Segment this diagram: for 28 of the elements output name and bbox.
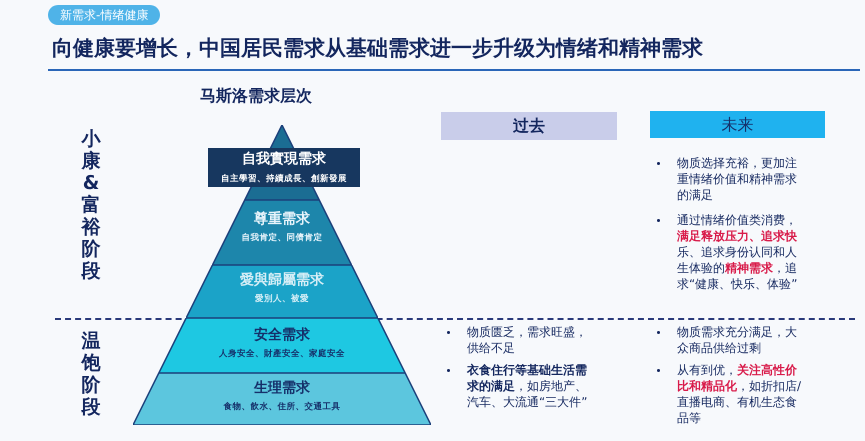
- bullet-text: 物质需求充分满足，大众商品供给过剩: [677, 324, 798, 356]
- level-heading: 自我實現需求: [242, 150, 326, 168]
- column-header: 未来: [650, 111, 825, 138]
- level-heading: 愛與歸屬需求: [240, 271, 324, 289]
- bullet-text: 物质选择充裕，更加注重情绪价值和精神需求的满足: [677, 155, 798, 203]
- stage-label: 温饱阶段: [80, 330, 102, 418]
- pyramid-level: [158, 318, 406, 373]
- level-heading: 安全需求: [254, 326, 310, 344]
- level-examples: 人身安全、財產安全、家庭安全: [219, 348, 345, 360]
- tag-label: 新需求-情绪健康: [48, 5, 160, 25]
- pyramid-level: [186, 265, 378, 318]
- level-examples: 自主學習、持續成長、創新發展: [221, 173, 347, 185]
- stage-label: 小康 & 富裕阶段: [80, 128, 102, 282]
- slide-title: 向健康要增长，中国居民需求从基础需求进一步升级为情绪和精神需求: [52, 35, 703, 62]
- pyramid-level: [133, 373, 431, 425]
- level-examples: 愛別人、被愛: [255, 293, 309, 305]
- pyramid-title: 马斯洛需求层次: [200, 86, 312, 107]
- bullet-text: 物质匮乏，需求旺盛，供给不足: [467, 324, 588, 356]
- level-heading: 生理需求: [254, 379, 310, 397]
- bullet-text: 衣食住行等基础生活需求的满足，如房地产、汽车、大流通“三大件”: [467, 362, 588, 410]
- level-examples: 食物、飲水、住所、交通工具: [224, 401, 340, 413]
- level-examples: 自我肯定、同儕肯定: [242, 232, 322, 244]
- bullet-text: 从有到优，关注高性价比和精品化，如折扣店/直播电商、有机生态食品等: [677, 362, 802, 426]
- pyramid-level: [212, 200, 352, 265]
- bullet-text: 通过情绪价值类消费，满足释放压力、追求快乐、追求身份认同和人生体验的精神需求，追求“健康、快乐、体验”: [677, 212, 798, 292]
- column-header: 过去: [441, 112, 617, 140]
- pyramid-level: [208, 125, 360, 200]
- level-heading: 尊重需求: [254, 210, 310, 228]
